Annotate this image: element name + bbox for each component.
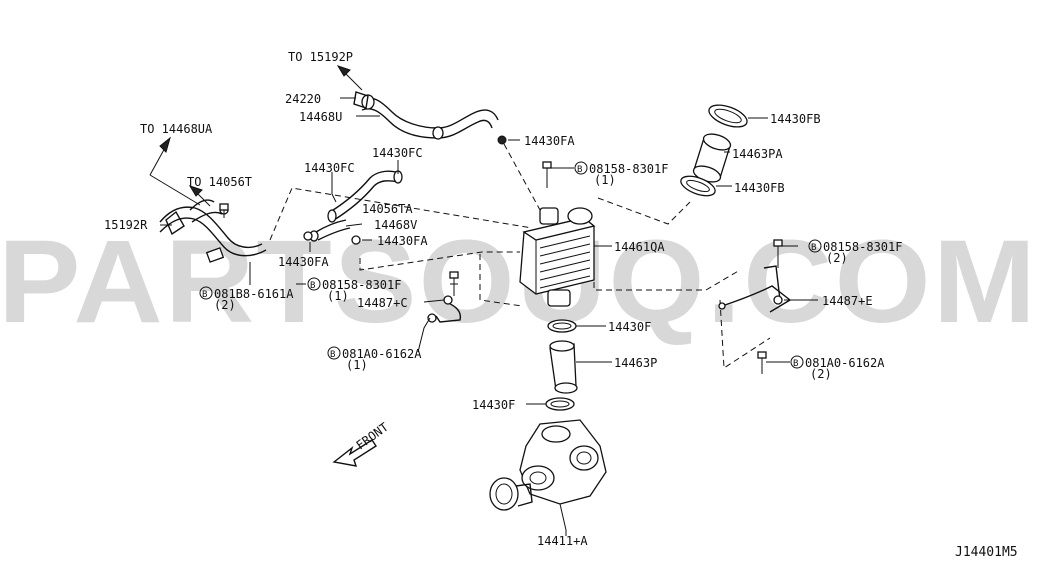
label-14430f-lower: 14430F xyxy=(472,398,515,412)
b-marker-icons: B B B B B B xyxy=(199,161,822,369)
label-24220: 24220 xyxy=(285,92,321,106)
duct-14463p xyxy=(549,340,578,394)
label-to-14056t: TO 14056T xyxy=(187,175,252,189)
qty-08158-top: (1) xyxy=(594,173,616,187)
leader-lines xyxy=(160,97,818,536)
callout-labels: TO 15192P 24220 14468U TO 14468UA TO 140… xyxy=(104,50,902,548)
label-14468v: 14468V xyxy=(374,218,417,232)
hose-14468u xyxy=(353,91,499,140)
hose-14056ta xyxy=(327,170,403,223)
svg-text:B: B xyxy=(811,243,816,253)
label-14487c: 14487+C xyxy=(357,296,408,310)
label-14430fc-b: 14430FC xyxy=(372,146,423,160)
label-081a0-right: 081A0-6162A xyxy=(805,356,885,370)
dash-link-2 xyxy=(359,251,520,271)
bolt-081a0-right xyxy=(757,351,767,374)
qty-08158-left: (1) xyxy=(327,289,349,303)
label-081b8-6161a: 081B8-6161A xyxy=(214,287,294,301)
leader-to-14468ua xyxy=(149,174,201,206)
label-14430fb-lower: 14430FB xyxy=(734,181,785,195)
svg-text:B: B xyxy=(330,350,335,360)
svg-text:B: B xyxy=(577,165,582,175)
qty-081b8-6161a: (2) xyxy=(214,298,236,312)
clamp-14430f-lower xyxy=(545,397,575,411)
dash-link-4 xyxy=(597,197,691,225)
dash-link-7 xyxy=(479,254,523,307)
bolt-08158-left xyxy=(449,271,459,296)
watermark: PARTSOUQ.COM xyxy=(0,216,1038,348)
label-15192r: 15192R xyxy=(104,218,148,232)
svg-text:B: B xyxy=(793,359,798,369)
front-label: FRONT xyxy=(354,420,391,453)
svg-text:B: B xyxy=(310,281,315,291)
label-to-15192p: TO 15192P xyxy=(288,50,353,64)
label-14430fa-mid: 14430FA xyxy=(377,234,428,248)
turbocharger-14411a xyxy=(489,419,607,531)
label-to-14468ua: TO 14468UA xyxy=(140,122,213,136)
dash-link-3 xyxy=(503,143,541,211)
label-14411a: 14411+A xyxy=(537,534,588,548)
qty-08158-right: (2) xyxy=(826,251,848,265)
svg-text:B: B xyxy=(202,290,207,300)
bolt-08158-top xyxy=(542,161,552,188)
arrow-to-14468ua-icon xyxy=(159,136,171,153)
diagram-code: J14401M5 xyxy=(955,545,1018,560)
label-14430fc-a: 14430FC xyxy=(304,161,355,175)
label-14487e: 14487+E xyxy=(822,294,873,308)
label-14430fb-upper: 14430FB xyxy=(770,112,821,126)
clamp-14430fa-left xyxy=(303,135,507,245)
bolt-081b8 xyxy=(219,203,229,211)
qty-081a0-left: (1) xyxy=(346,358,368,372)
arrow-to-15192p-icon xyxy=(336,65,363,91)
label-081a0-left: 081A0-6162A xyxy=(342,347,422,361)
label-14463p: 14463P xyxy=(614,356,657,370)
label-14463pa: 14463PA xyxy=(732,147,783,161)
qty-081a0-right: (2) xyxy=(810,367,832,381)
clamp-14430f-upper xyxy=(547,319,577,333)
label-14430fa-top: 14430FA xyxy=(524,134,575,148)
label-14468u: 14468U xyxy=(299,110,342,124)
label-08158-top: 08158-8301F xyxy=(589,162,668,176)
bolt-08158-right xyxy=(773,239,783,268)
label-08158-left: 08158-8301F xyxy=(322,278,401,292)
clamp-14430fb-lower xyxy=(680,175,716,197)
front-arrow-icon xyxy=(332,439,377,467)
bracket-14487c xyxy=(427,295,462,323)
label-08158-right: 08158-8301F xyxy=(823,240,902,254)
label-14056ta: 14056TA xyxy=(362,202,413,216)
arrow-to-14056t-icon xyxy=(188,185,203,197)
dash-link-6 xyxy=(719,299,771,369)
label-14461qa: 14461QA xyxy=(614,240,665,254)
bracket-14487e xyxy=(718,265,792,313)
label-14430fa-left: 14430FA xyxy=(278,255,329,269)
clamp-14430fb-upper xyxy=(708,104,748,128)
intercooler-14461qa xyxy=(519,207,596,307)
label-14430f-upper: 14430F xyxy=(608,320,651,334)
